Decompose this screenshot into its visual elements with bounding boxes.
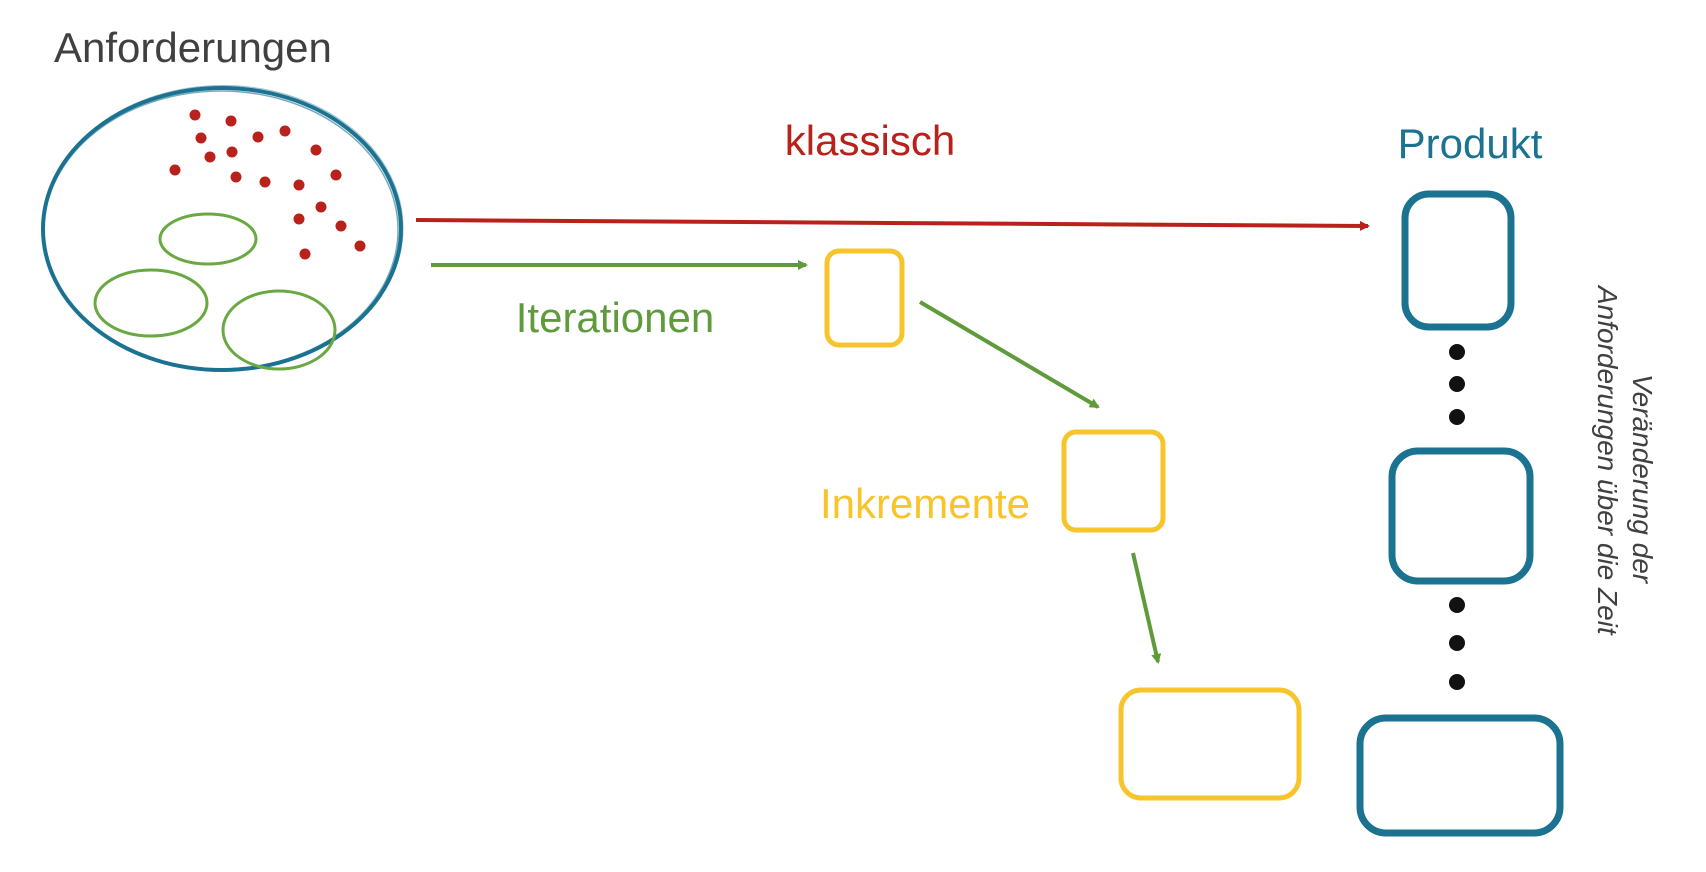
ellipsis-dots-1 — [1449, 344, 1465, 425]
classic-arrow — [415, 218, 1370, 231]
increment-arrow-2 — [1131, 552, 1162, 664]
increment-arrow-1 — [918, 300, 1100, 409]
change-over-time-caption-line-1: Veränderung der — [1627, 374, 1658, 585]
requirements-title: Anforderungen — [54, 24, 332, 71]
product-box-2 — [1388, 447, 1534, 585]
increment-box-3 — [1118, 687, 1302, 801]
increments-label: Inkremente — [820, 480, 1030, 527]
change-over-time-caption-line-2: Anforderungen über die Zeit — [1592, 284, 1623, 636]
product-box-1 — [1401, 190, 1515, 331]
iterations-label: Iterationen — [516, 294, 714, 341]
increment-box-2 — [1061, 429, 1166, 533]
classic-label: klassisch — [785, 117, 955, 164]
product-box-3 — [1356, 714, 1564, 837]
requirement-dots — [169, 109, 366, 260]
requirement-groups — [93, 212, 337, 371]
requirements-pool — [41, 85, 404, 372]
ellipsis-dots-2 — [1449, 597, 1465, 690]
increment-box-1 — [824, 248, 905, 348]
product-label: Produkt — [1398, 120, 1543, 167]
